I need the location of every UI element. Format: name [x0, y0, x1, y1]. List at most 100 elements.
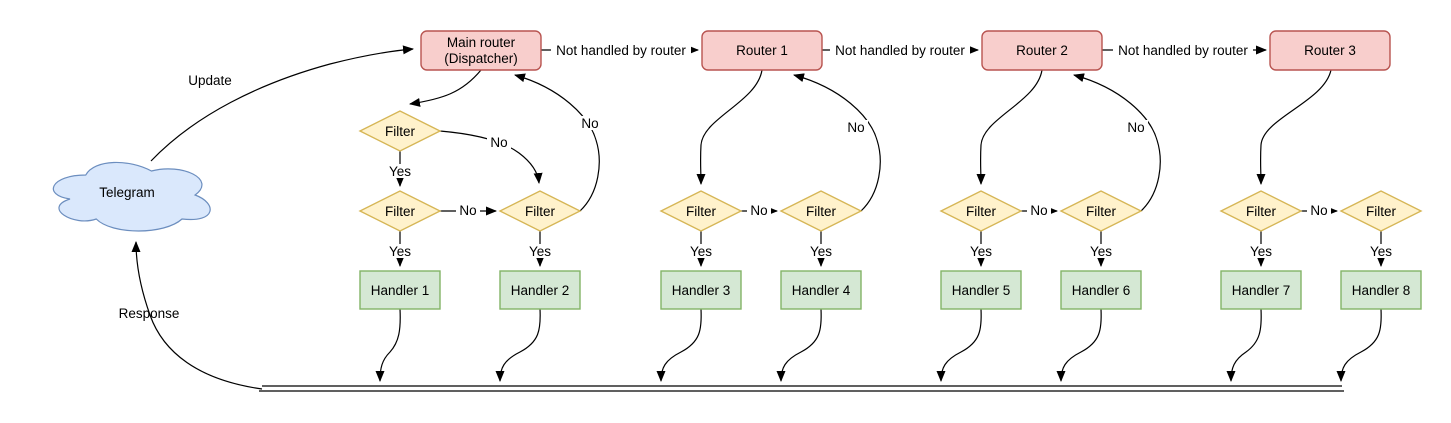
main-router-node: Main router (Dispatcher): [420, 30, 542, 71]
no-label-pair-2: No: [747, 203, 771, 218]
handler-4-box: [780, 270, 862, 310]
yes-label-3: Yes: [688, 244, 715, 259]
label-bg: [1113, 42, 1253, 58]
not-handled-label-3: Not handled by router: [1113, 42, 1253, 58]
response-label: Response: [119, 306, 180, 321]
label-bg: [1124, 120, 1148, 134]
edge-filter-c-no-return: [514, 73, 600, 212]
yes-text: Yes: [690, 244, 712, 259]
edge-handler-1-to-bus: [375, 308, 401, 382]
filter-c-label: Filter: [525, 204, 556, 219]
label-bg: [1088, 244, 1115, 258]
router-1-node: Router 1: [701, 30, 823, 71]
handler-6-node: Handler 6: [1060, 270, 1142, 310]
router-2-node: Router 2: [981, 30, 1103, 71]
no-label-pair-1: No: [456, 203, 480, 218]
filter-c-diamond: [498, 190, 582, 232]
edge-handler-2-to-bus: [495, 308, 541, 382]
filter-i-label: Filter: [1366, 204, 1397, 219]
yes-text: Yes: [389, 164, 411, 179]
router-3-label: Router 3: [1304, 43, 1356, 58]
no-label-pair-3: No: [1027, 203, 1051, 218]
not-handled-text: Not handled by router: [556, 43, 686, 58]
label-bg: [387, 244, 414, 258]
response-edge: [131, 241, 263, 390]
yes-text: Yes: [970, 244, 992, 259]
handler-4-node: Handler 4: [780, 270, 862, 310]
label-bg: [487, 135, 511, 149]
main-router-box: [420, 30, 542, 71]
no-label-pair-4: No: [1307, 203, 1331, 218]
label-bg: [1248, 244, 1275, 258]
handler-3-node: Handler 3: [660, 270, 742, 310]
handler-6-label: Handler 6: [1072, 283, 1131, 298]
edge-handler-7-to-bus: [1226, 308, 1262, 382]
edge-router-2-to-filter: [976, 69, 1043, 185]
main-router-label-line1: Main router: [447, 35, 516, 50]
filter-b-diamond: [358, 190, 442, 232]
filter-a-label: Filter: [385, 124, 416, 139]
filter-f-diamond: [939, 190, 1023, 232]
handler-5-label: Handler 5: [952, 283, 1011, 298]
edge-filter-a-no: [439, 130, 543, 184]
not-handled-text: Not handled by router: [1118, 43, 1248, 58]
filter-d-node: Filter: [659, 190, 743, 232]
yes-label-7: Yes: [1248, 244, 1275, 259]
filter-e-label: Filter: [806, 204, 837, 219]
handler-2-label: Handler 2: [511, 283, 570, 298]
label-bg: [968, 244, 995, 258]
router-2-box: [981, 30, 1103, 71]
no-text: No: [1310, 203, 1327, 218]
handler-4-label: Handler 4: [792, 283, 851, 298]
edge-handler-4-to-bus: [776, 308, 822, 382]
edge-main-router-to-filter-a: [409, 69, 482, 107]
handler-7-box: [1220, 270, 1302, 310]
edge-handler-5-to-bus: [936, 308, 982, 382]
no-label-main-return: No: [578, 116, 602, 131]
handler-3-box: [660, 270, 742, 310]
handler-6-box: [1060, 270, 1142, 310]
label-bg: [551, 42, 691, 58]
filter-h-node: Filter: [1219, 190, 1303, 232]
label-bg: [808, 244, 835, 258]
edge-filter-e-no-return: [793, 73, 881, 212]
filter-a-diamond: [358, 110, 442, 152]
update-edge: [150, 45, 414, 162]
label-bg: [747, 203, 771, 217]
yes-text: Yes: [1250, 244, 1272, 259]
edge-handler-3-to-bus: [656, 308, 702, 382]
filter-a-node: Filter: [358, 110, 442, 152]
filter-h-label: Filter: [1246, 204, 1277, 219]
router-2-label: Router 2: [1016, 43, 1068, 58]
router-1-label: Router 1: [736, 43, 788, 58]
cloud-shape: [52, 161, 211, 232]
main-router-label-line2: (Dispatcher): [444, 51, 518, 66]
filter-g-diamond: [1059, 190, 1143, 232]
edge-filter-g-no-return: [1073, 73, 1161, 212]
filter-h-diamond: [1219, 190, 1303, 232]
handler-8-label: Handler 8: [1352, 283, 1411, 298]
label-bg: [387, 164, 414, 178]
not-handled-label-1: Not handled by router: [551, 42, 691, 58]
no-text: No: [581, 116, 598, 131]
no-text: No: [750, 203, 767, 218]
label-bg: [456, 203, 480, 217]
handler-5-box: [940, 270, 1022, 310]
label-bg: [578, 116, 602, 130]
yes-label-5: Yes: [968, 244, 995, 259]
yes-label-8: Yes: [1368, 244, 1395, 259]
yes-text: Yes: [1370, 244, 1392, 259]
handler-3-label: Handler 3: [672, 283, 731, 298]
yes-text: Yes: [529, 244, 551, 259]
handler-5-node: Handler 5: [940, 270, 1022, 310]
label-bg: [844, 120, 868, 134]
filter-c-node: Filter: [498, 190, 582, 232]
handler-1-node: Handler 1: [359, 270, 441, 310]
filter-i-diamond: [1339, 190, 1423, 232]
yes-label-1: Yes: [387, 244, 414, 259]
handler-2-box: [499, 270, 581, 310]
edge-handler-6-to-bus: [1056, 308, 1102, 382]
filter-g-node: Filter: [1059, 190, 1143, 232]
label-bg: [527, 244, 554, 258]
